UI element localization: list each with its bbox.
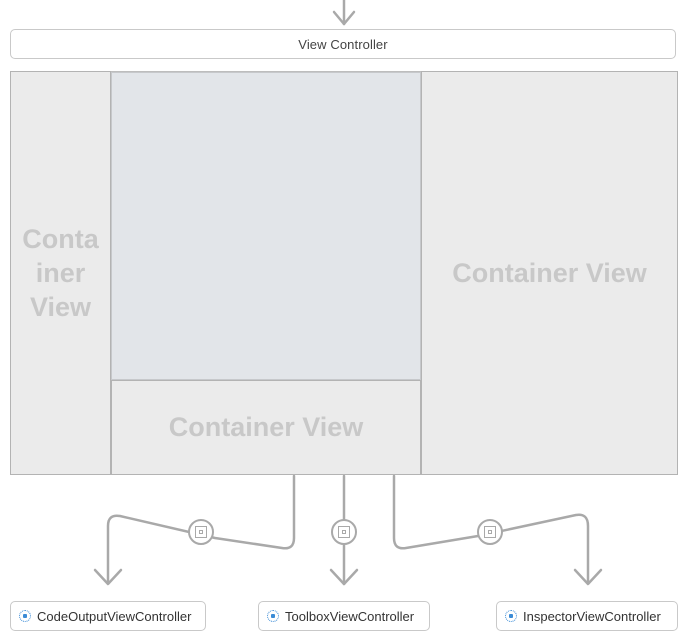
container-view-bottom-label: Container View [168, 412, 364, 442]
container-view-bottom[interactable]: Container View [111, 380, 421, 475]
controller-label: InspectorViewController [523, 608, 661, 624]
main-content-view[interactable] [111, 72, 421, 380]
view-controller-icon [267, 610, 279, 622]
embed-segue-icon[interactable] [188, 519, 214, 545]
view-controller-icon [505, 610, 517, 622]
container-view-left[interactable]: Conta iner View [10, 71, 111, 475]
container-view-left-label: Conta iner View [22, 224, 99, 322]
controller-label: ToolboxViewController [285, 608, 415, 624]
view-controller-header[interactable]: View Controller [10, 29, 676, 59]
view-controller-icon [19, 610, 31, 622]
inspector-view-controller[interactable]: InspectorViewController [496, 601, 678, 631]
controller-label: CodeOutputViewController [37, 608, 192, 624]
container-view-right[interactable]: Container View [421, 71, 678, 475]
embed-segue-icon[interactable] [477, 519, 503, 545]
container-view-right-label: Container View [452, 257, 647, 288]
code-output-view-controller[interactable]: CodeOutputViewController [10, 601, 206, 631]
embed-segue-icon[interactable] [331, 519, 357, 545]
toolbox-view-controller[interactable]: ToolboxViewController [258, 601, 430, 631]
